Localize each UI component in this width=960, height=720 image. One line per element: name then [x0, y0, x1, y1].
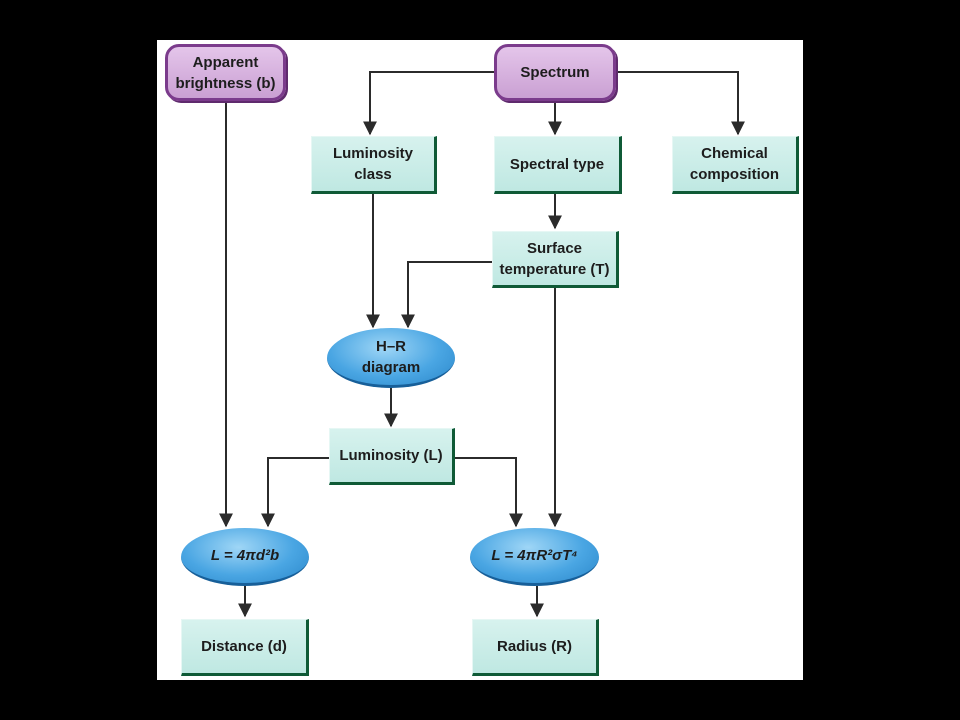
hr-diagram-line2: diagram: [361, 358, 421, 376]
arrow-spectrum-to-chemical-composition: [615, 71, 745, 136]
arrow-luminosity-to-distance-eq: [261, 457, 330, 528]
arrow-spectrum-to-luminosity-class: [363, 71, 496, 136]
radius-node: Radius (R): [472, 619, 599, 676]
apparent-brightness-node: Apparent brightness (b): [165, 44, 286, 101]
hr-diagram-line1: H–R: [375, 337, 406, 355]
spectral-type-label: Spectral type: [509, 155, 605, 173]
radius-equation-node: L = 4πR²σT⁴: [470, 528, 599, 586]
distance-label: Distance (d): [201, 638, 287, 655]
hr-diagram-node: H–R diagram: [327, 328, 455, 388]
luminosity-class-line1: Luminosity: [332, 145, 413, 162]
luminosity-label: Luminosity (L): [339, 447, 443, 464]
surface-temperature-line2: temperature (T): [499, 260, 610, 278]
chemical-composition-line2: composition: [689, 166, 780, 183]
distance-equation-label: L = 4πd²b: [210, 547, 280, 564]
chemical-composition-node: Chemical composition: [672, 136, 799, 194]
distance-equation-node: L = 4πd²b: [181, 528, 309, 586]
spectrum-node: Spectrum: [494, 44, 616, 101]
apparent-brightness-line1: Apparent: [192, 53, 259, 71]
luminosity-node: Luminosity (L): [329, 428, 455, 485]
surface-temperature-node: Surface temperature (T): [492, 231, 619, 288]
spectrum-label: Spectrum: [520, 64, 590, 81]
apparent-brightness-line2: brightness (b): [175, 74, 276, 92]
surface-temperature-line1: Surface: [526, 239, 583, 257]
luminosity-class-node: Luminosity class: [311, 136, 437, 194]
spectral-type-node: Spectral type: [494, 136, 622, 194]
luminosity-class-line2: class: [354, 166, 392, 183]
radius-label: Radius (R): [497, 638, 572, 655]
radius-equation-label: L = 4πR²σT⁴: [491, 547, 578, 564]
distance-node: Distance (d): [181, 619, 309, 676]
chemical-composition-line1: Chemical: [701, 145, 768, 162]
arrow-temperature-to-hr: [401, 261, 493, 329]
arrow-luminosity-to-radius-eq: [454, 457, 523, 528]
